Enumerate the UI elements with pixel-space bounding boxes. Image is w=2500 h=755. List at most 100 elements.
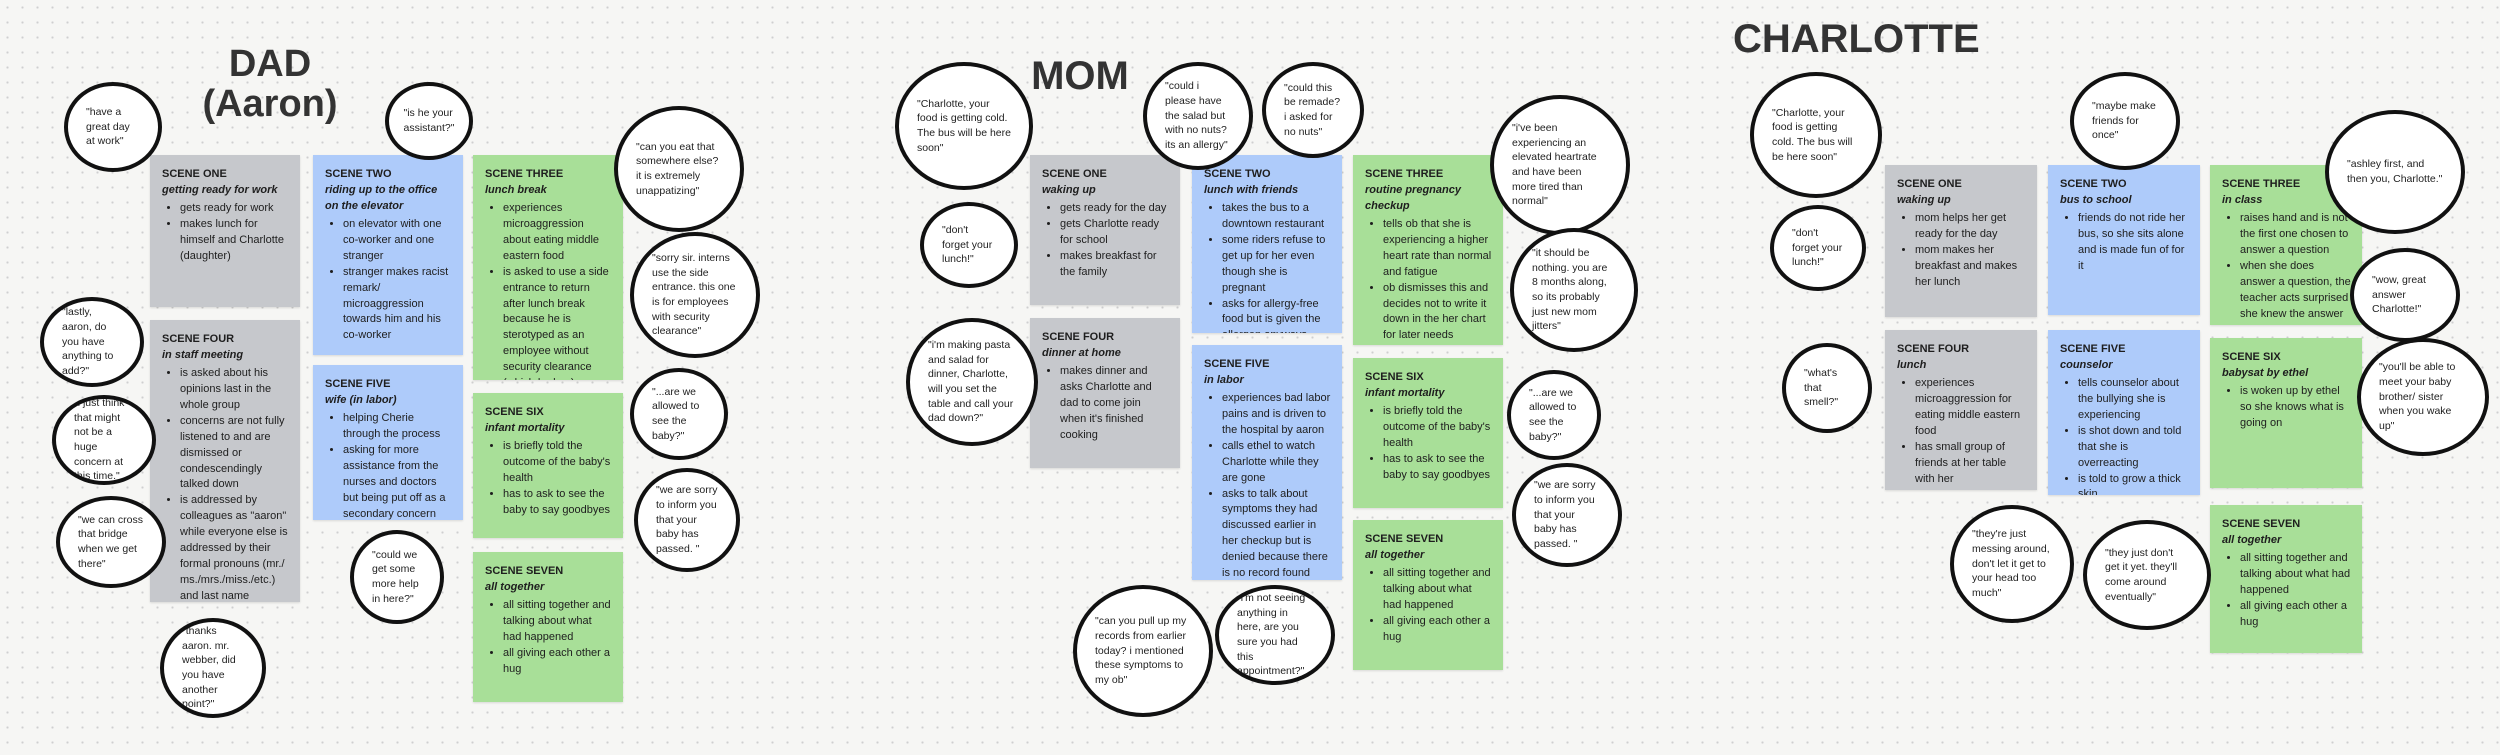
scene-heading: SCENE THREE bbox=[1365, 168, 1444, 180]
speech-bubble[interactable]: "it should be nothing. you are 8 months … bbox=[1510, 228, 1638, 352]
scene-card[interactable]: SCENE FIVEcounselortells counselor about… bbox=[2048, 330, 2200, 495]
speech-bubble[interactable]: "...are we allowed to see the baby?" bbox=[630, 368, 728, 460]
bubble-text: "don't forget your lunch!" bbox=[942, 223, 993, 266]
speech-bubble[interactable]: "sorry sir. interns use the side entranc… bbox=[630, 232, 760, 358]
scene-bullets: helping Cherie through the processasking… bbox=[325, 411, 453, 520]
scene-bullets: raises hand and is not the first one cho… bbox=[2222, 211, 2352, 323]
scene-subtitle: getting ready for work bbox=[162, 183, 278, 196]
scene-heading: SCENE ONE bbox=[1042, 168, 1107, 180]
speech-bubble[interactable]: "can you pull up my records from earlier… bbox=[1073, 585, 1213, 717]
bubble-text: "ashley first, and then you, Charlotte." bbox=[2347, 158, 2443, 185]
scene-card[interactable]: SCENE ONE getting ready for work gets read… bbox=[150, 155, 300, 307]
scene-bullet: helping Cherie through the process bbox=[343, 411, 453, 443]
scene-bullets: all sitting together and talking about w… bbox=[2222, 551, 2352, 631]
speech-bubble[interactable]: "can you eat that somewhere else? it is … bbox=[614, 106, 744, 232]
scene-bullet: experiences microaggression for eating m… bbox=[1915, 376, 2027, 440]
bubble-text: "Charlotte, your food is getting cold. T… bbox=[917, 97, 1011, 154]
speech-bubble[interactable]: "we can cross that bridge when we get th… bbox=[56, 496, 166, 588]
speech-bubble[interactable]: "could this be remade? i asked for no nu… bbox=[1262, 62, 1364, 158]
speech-bubble[interactable]: "maybe make friends for once" bbox=[2070, 72, 2180, 170]
speech-bubble[interactable]: "is he your assistant?" bbox=[385, 82, 473, 160]
bubble-text: "can you pull up my records from earlier… bbox=[1095, 615, 1187, 687]
speech-bubble[interactable]: "thanks aaron. mr. webber, did you have … bbox=[160, 618, 266, 718]
scene-bullets: gets ready for workmakes lunch for himse… bbox=[162, 201, 290, 265]
scene-subtitle: riding up to the office on the elevator bbox=[325, 183, 438, 212]
scene-card[interactable]: SCENE FOURlunchexperiences microaggressi… bbox=[1885, 330, 2037, 490]
scene-heading: SCENE SEVEN bbox=[1365, 533, 1444, 545]
speech-bubble[interactable]: "wow, great answer Charlotte!" bbox=[2350, 248, 2460, 342]
bubble-text: "Charlotte, your food is getting cold. T… bbox=[1772, 106, 1853, 163]
scene-bullet: tells ob that she is experiencing a high… bbox=[1383, 217, 1493, 281]
scene-bullet: asks to talk about symptoms they had dis… bbox=[1222, 487, 1332, 581]
speech-bubble[interactable]: "i just think that might not be a huge c… bbox=[52, 395, 156, 485]
scene-heading: SCENE ONE bbox=[162, 168, 227, 180]
scene-bullet: experiences microaggression about eating… bbox=[503, 201, 613, 265]
scene-subtitle: bus to school bbox=[2060, 193, 2132, 206]
scene-bullets: gets ready for the daygets Charlotte rea… bbox=[1042, 201, 1170, 281]
scene-heading: SCENE THREE bbox=[485, 168, 564, 180]
scene-bullet: is woken up by ethel so she knows what i… bbox=[2240, 384, 2352, 432]
scene-subtitle: in staff meeting bbox=[162, 348, 244, 361]
scene-heading: SCENE ONE bbox=[1897, 178, 1962, 190]
speech-bubble[interactable]: "i've been experiencing an elevated hear… bbox=[1490, 95, 1630, 235]
scene-subtitle: lunch break bbox=[485, 183, 547, 196]
scene-subtitle: lunch bbox=[1897, 358, 1927, 371]
scene-subtitle: counselor bbox=[2060, 358, 2113, 371]
scene-heading: SCENE SEVEN bbox=[485, 565, 564, 577]
scene-bullets: is briefly told the outcome of the baby'… bbox=[485, 439, 613, 519]
scene-bullet: makes dinner and asks Charlotte and dad … bbox=[1060, 364, 1170, 444]
bubble-text: "we are sorry to inform you that your ba… bbox=[1534, 479, 1596, 551]
scene-bullet: is told to grow a thick skin bbox=[2078, 472, 2190, 496]
speech-bubble[interactable]: "they just don't get it yet. they'll com… bbox=[2083, 520, 2211, 630]
scene-card[interactable]: SCENE THREE lunch break experiences microa… bbox=[473, 155, 623, 380]
speech-bubble[interactable]: "Charlotte, your food is getting cold. T… bbox=[895, 62, 1033, 190]
speech-bubble[interactable]: "ashley first, and then you, Charlotte." bbox=[2325, 110, 2465, 234]
scene-bullet: when she does answer a question, the tea… bbox=[2240, 259, 2352, 323]
speech-bubble[interactable]: "don't forget your lunch!" bbox=[1770, 205, 1866, 291]
scene-subtitle: in labor bbox=[1204, 373, 1244, 386]
charlotte-title: CHARLOTTE bbox=[1733, 17, 1980, 61]
scene-subtitle: all together bbox=[1365, 548, 1425, 561]
speech-bubble[interactable]: "you'll be able to meet your baby brothe… bbox=[2357, 338, 2489, 456]
speech-bubble[interactable]: "Charlotte, your food is getting cold. T… bbox=[1750, 72, 1882, 198]
speech-bubble[interactable]: "what's that smell?" bbox=[1782, 343, 1872, 433]
bubble-text: "thanks aaron. mr. webber, did you have … bbox=[182, 624, 236, 711]
bubble-text: "they just don't get it yet. they'll com… bbox=[2105, 546, 2178, 603]
scene-bullet: tells counselor about the bullying she i… bbox=[2078, 376, 2190, 424]
scene-bullet: makes lunch for himself and Charlotte (d… bbox=[180, 217, 290, 265]
speech-bubble[interactable]: "...are we allowed to see the baby?" bbox=[1507, 370, 1601, 460]
speech-bubble[interactable]: "they're just messing around, don't let … bbox=[1950, 505, 2074, 623]
scene-bullet: is asked about his opinions last in the … bbox=[180, 366, 290, 414]
bubble-text: "...are we allowed to see the baby?" bbox=[1529, 386, 1577, 443]
scene-bullet: has small group of friends at her table … bbox=[1915, 440, 2027, 488]
speech-bubble[interactable]: "i'm making pasta and salad for dinner, … bbox=[906, 318, 1038, 446]
speech-bubble[interactable]: "have a great day at work" bbox=[64, 82, 162, 172]
bubble-text: "you'll be able to meet your baby brothe… bbox=[2379, 361, 2456, 433]
speech-bubble[interactable]: "don't forget your lunch!" bbox=[920, 202, 1018, 288]
speech-bubble[interactable]: "lastly, aaron, do you have anything to … bbox=[40, 297, 144, 387]
scene-bullet: gets Charlotte ready for school bbox=[1060, 217, 1170, 249]
speech-bubble[interactable]: "we are sorry to inform you that your ba… bbox=[1512, 463, 1622, 567]
bubble-text: "we are sorry to inform you that your ba… bbox=[656, 484, 718, 556]
speech-bubble[interactable]: "could i please have the salad but with … bbox=[1143, 62, 1253, 170]
speech-bubble[interactable]: "i'm not seeing anything in here, are yo… bbox=[1215, 585, 1335, 685]
speech-bubble[interactable]: "we are sorry to inform you that your ba… bbox=[634, 468, 740, 572]
speech-bubble[interactable]: "could we get some more help in here?" bbox=[350, 530, 444, 624]
scene-heading: SCENE FIVE bbox=[1204, 358, 1270, 370]
